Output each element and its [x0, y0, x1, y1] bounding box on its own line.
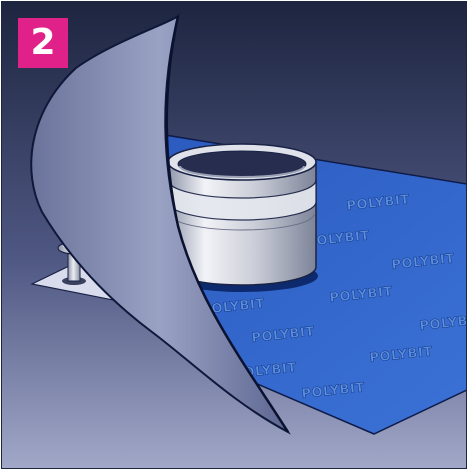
installation-illustration: POLYBIT POLYBIT POLYBIT POLYBIT POLYBIT … [2, 2, 467, 469]
step-number: 2 [30, 25, 55, 61]
step-badge: 2 [18, 18, 68, 68]
